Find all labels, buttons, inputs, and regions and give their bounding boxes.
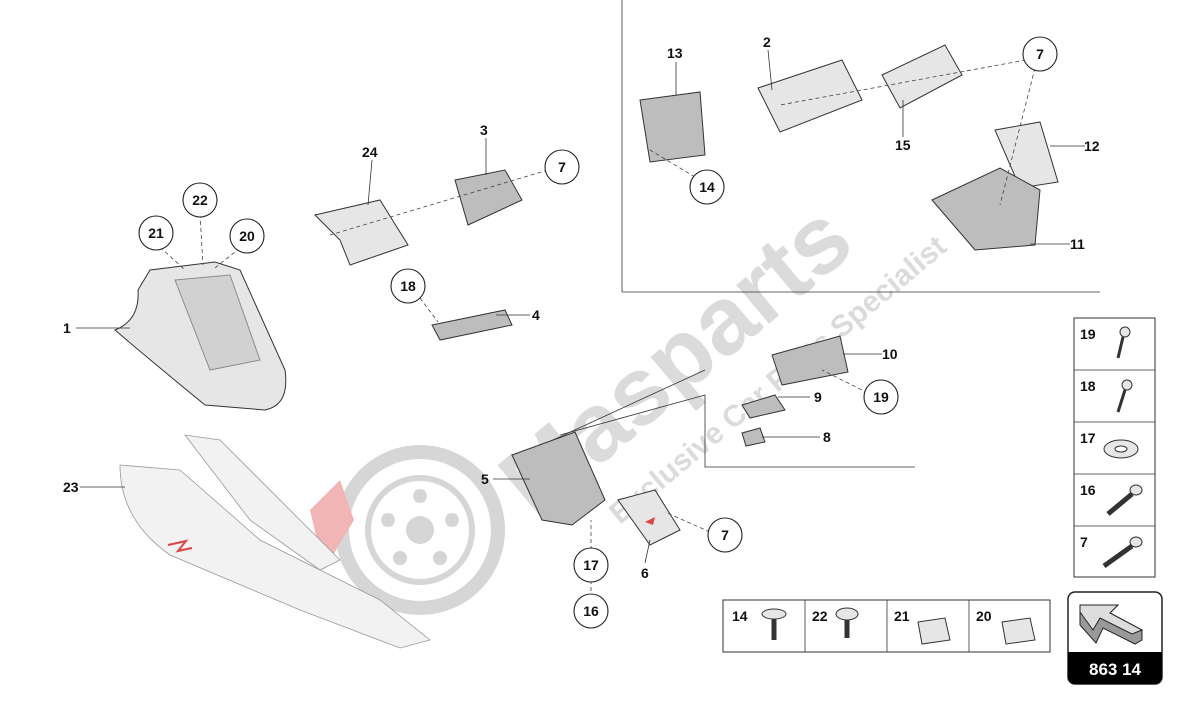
leader-lines xyxy=(76,49,1085,595)
callout-7: 7 xyxy=(707,517,743,553)
bolt-icon xyxy=(1102,536,1143,569)
svg-text:16: 16 xyxy=(583,603,599,619)
clip-nut-icon xyxy=(1001,617,1036,645)
legend-17: 17 xyxy=(1080,430,1096,446)
part-9-switch xyxy=(741,394,786,419)
part-6-trim-plate xyxy=(617,489,681,546)
svg-text:22: 22 xyxy=(192,192,208,208)
part-2-display-bezel xyxy=(757,59,863,133)
svg-text:21: 21 xyxy=(148,225,164,241)
svg-text:14: 14 xyxy=(699,179,715,195)
svg-text:17: 17 xyxy=(583,557,599,573)
legend-16: 16 xyxy=(1080,482,1096,498)
part-label-4: 4 xyxy=(532,307,540,323)
part-8-switch xyxy=(741,427,766,447)
part-15-display-cover xyxy=(881,44,963,109)
part-label-10: 10 xyxy=(882,346,898,362)
part-12-trim-cover xyxy=(994,121,1059,189)
screw-icon xyxy=(1116,326,1131,359)
callout-17: 17 xyxy=(573,547,609,583)
fastener-legend-right: 19 18 17 16 7 xyxy=(1073,317,1156,578)
part-24-display-frame xyxy=(314,199,409,266)
part-13-display xyxy=(639,91,706,163)
clip-nut-icon xyxy=(917,617,951,645)
washer-icon xyxy=(1103,439,1139,459)
part-label-8: 8 xyxy=(823,429,831,445)
diagram-number-badge: 863 14 xyxy=(1067,591,1163,685)
screw-icon xyxy=(1116,379,1133,413)
part-4-switch-block xyxy=(431,309,513,341)
part-11-center-panel xyxy=(931,167,1041,251)
expansion-rivet-icon xyxy=(761,608,787,640)
arrow-icon xyxy=(1079,604,1144,645)
legend-7: 7 xyxy=(1080,534,1088,550)
push-rivet-icon xyxy=(835,607,859,638)
part-3-display-unit xyxy=(454,169,523,226)
part-label-5: 5 xyxy=(481,471,489,487)
bolt-icon xyxy=(1106,484,1143,516)
callout-16: 16 xyxy=(573,593,609,629)
legend-21: 21 xyxy=(894,608,910,624)
part-label-13: 13 xyxy=(667,45,683,61)
callout-7: 7 xyxy=(544,149,580,185)
svg-text:7: 7 xyxy=(1036,46,1044,62)
diagram-number: 863 14 xyxy=(1089,660,1142,679)
part-label-15: 15 xyxy=(895,137,911,153)
part-1-console-housing xyxy=(114,261,287,411)
svg-text:20: 20 xyxy=(239,228,255,244)
part-label-2: 2 xyxy=(763,34,771,50)
callout-7: 7 xyxy=(1022,36,1058,72)
part-label-23: 23 xyxy=(63,479,79,495)
callout-21: 21 xyxy=(138,215,174,251)
fastener-legend-bottom: 14 22 21 20 xyxy=(722,599,1051,653)
callout-18: 18 xyxy=(390,268,426,304)
legend-18: 18 xyxy=(1080,378,1096,394)
part-label-9: 9 xyxy=(814,389,822,405)
svg-text:19: 19 xyxy=(873,389,889,405)
part-label-6: 6 xyxy=(641,565,649,581)
callout-20: 20 xyxy=(229,218,265,254)
legend-19: 19 xyxy=(1080,326,1096,342)
part-5-center-module xyxy=(511,431,606,526)
group-bracket-lines xyxy=(559,394,915,468)
callout-19: 19 xyxy=(863,379,899,415)
legend-20: 20 xyxy=(976,608,992,624)
part-label-12: 12 xyxy=(1084,138,1100,154)
part-label-3: 3 xyxy=(480,122,488,138)
callout-22: 22 xyxy=(182,182,218,218)
part-10-switch-panel xyxy=(771,335,849,386)
watermark: Masparts Exclusive Car Parts Specialist xyxy=(310,183,953,615)
svg-text:7: 7 xyxy=(558,159,566,175)
svg-text:18: 18 xyxy=(400,278,416,294)
svg-text:7: 7 xyxy=(721,527,729,543)
part-label-11: 11 xyxy=(1070,236,1085,252)
part-label-24: 24 xyxy=(362,144,378,160)
callout-14: 14 xyxy=(689,169,725,205)
part-label-1: 1 xyxy=(63,320,71,336)
legend-22: 22 xyxy=(812,608,828,624)
legend-14: 14 xyxy=(732,608,748,624)
